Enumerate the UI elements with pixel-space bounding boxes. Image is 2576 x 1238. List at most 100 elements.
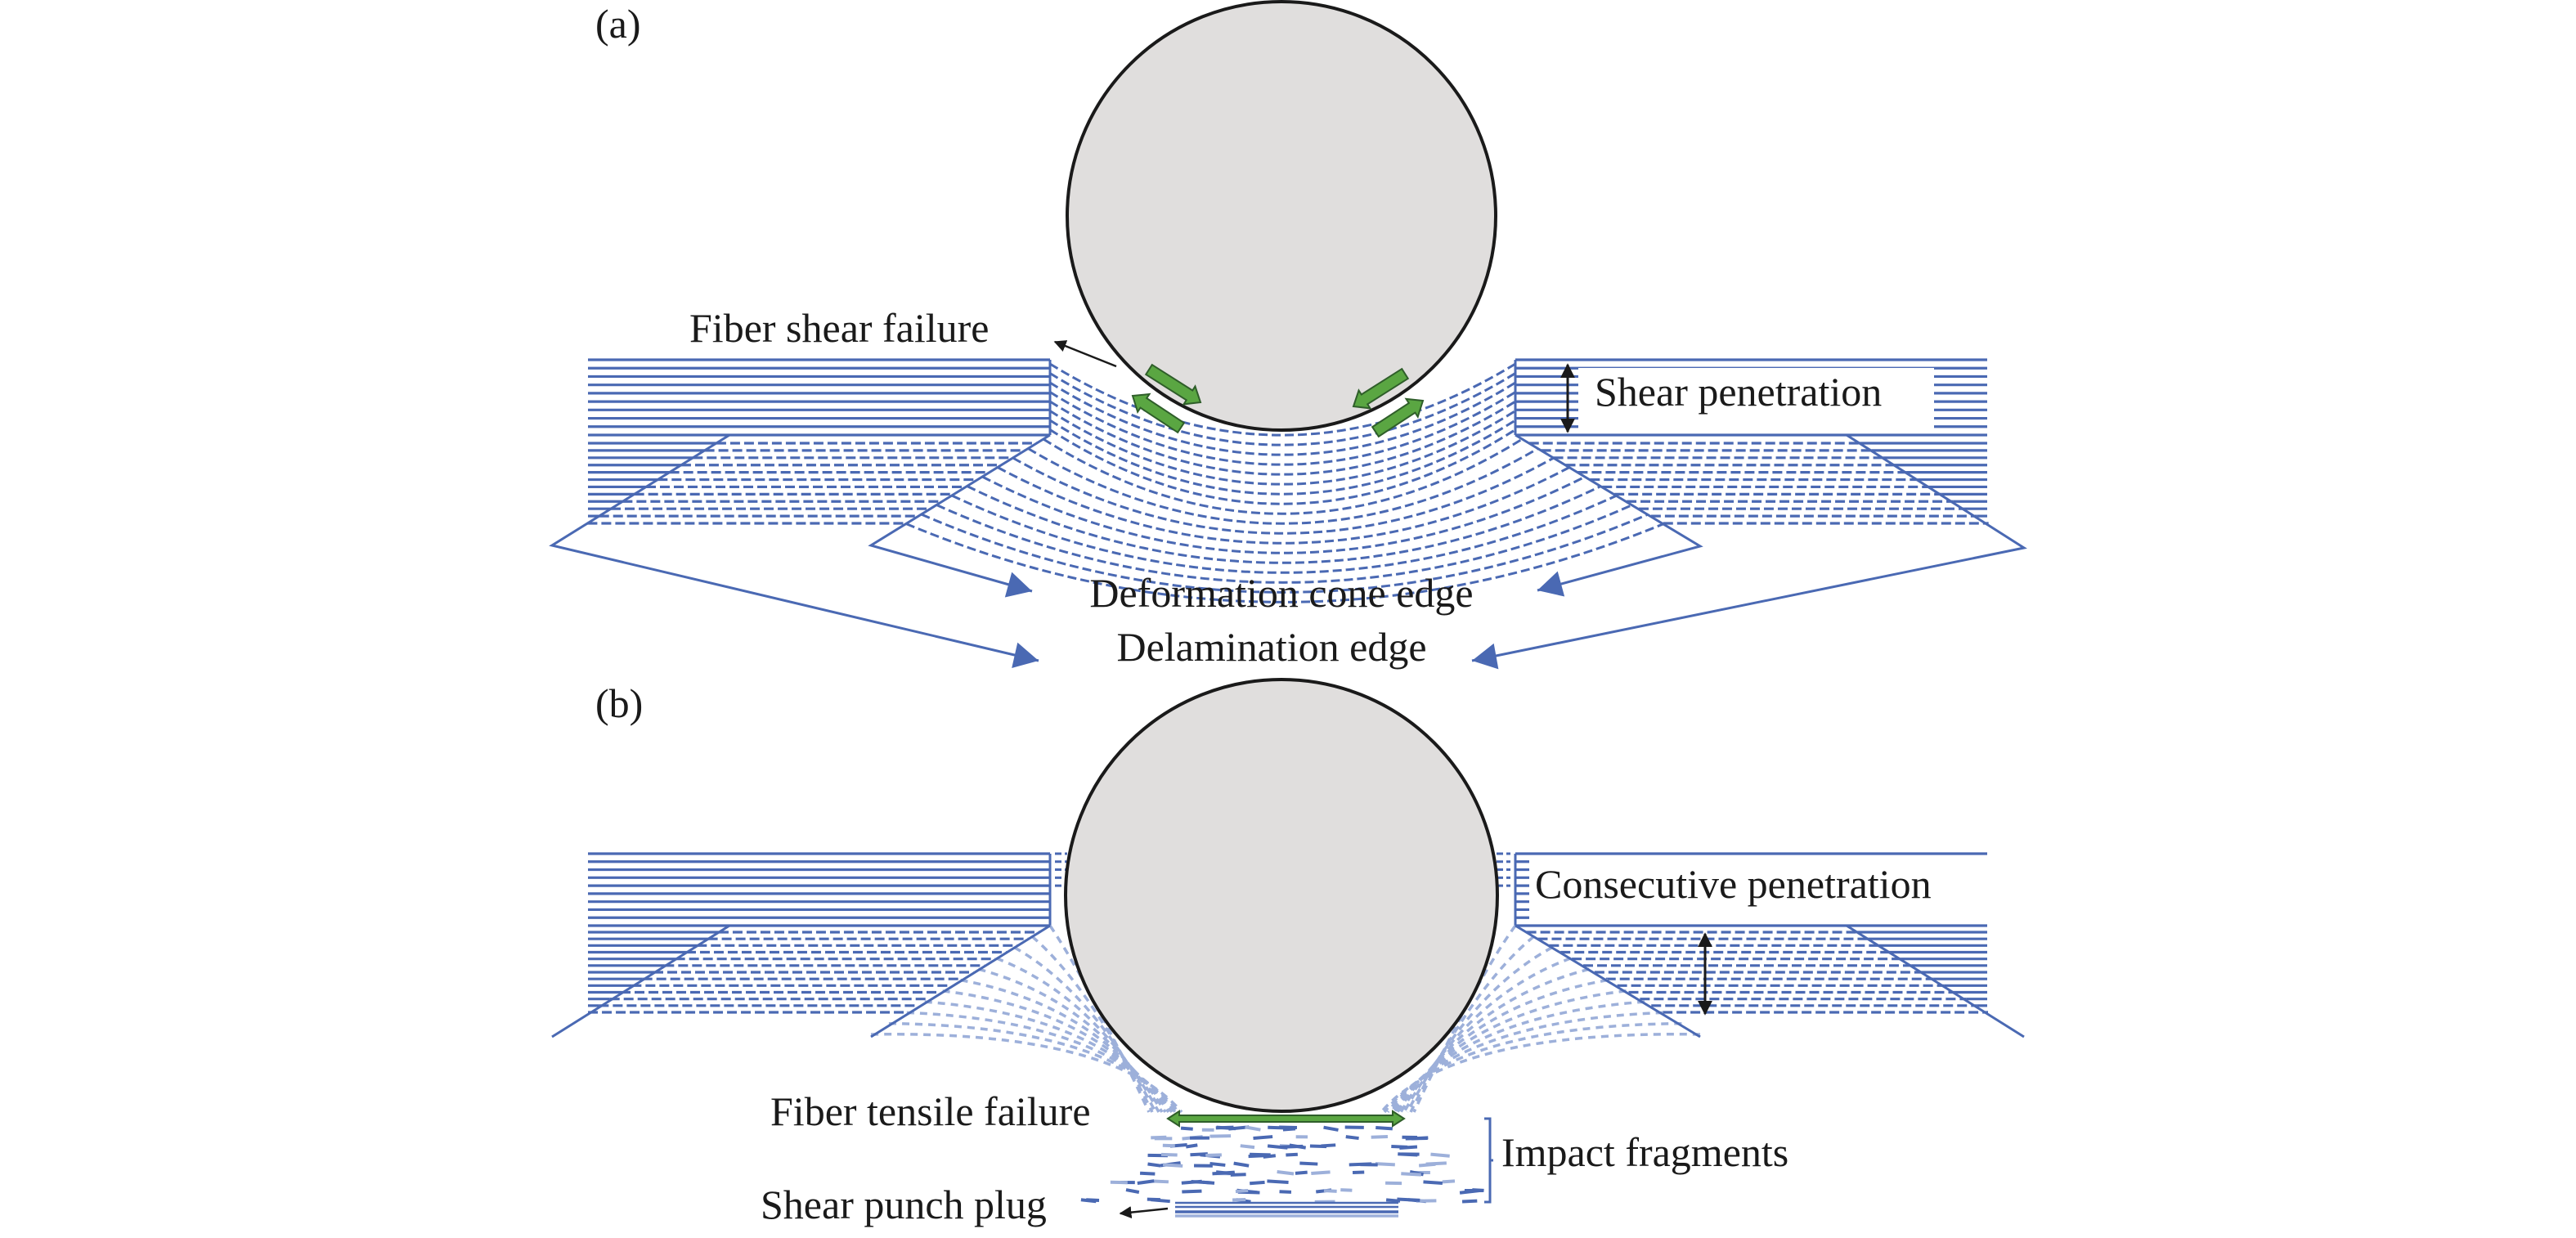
label-backdrop [1529, 860, 1991, 919]
shear-plug-pointer-icon [1119, 1206, 1169, 1219]
panel-a-fiber-shear-arrows [1131, 363, 1425, 438]
fragment [1399, 1145, 1418, 1150]
ply-deformed-cone [981, 475, 1586, 554]
ply-deformed-cone [1043, 437, 1524, 515]
fragment [1202, 1180, 1215, 1185]
ply-bent-left [995, 957, 1160, 1113]
ply-bent-right [1386, 1011, 1663, 1114]
ply-deformed-cone [1049, 428, 1516, 505]
fragment [1442, 1179, 1456, 1184]
fragment [1311, 1170, 1331, 1175]
ply-bent-right [1402, 957, 1572, 1113]
ply-bent-right [1406, 946, 1554, 1113]
fragment [1212, 1170, 1235, 1176]
shear-arrow-shape [1371, 397, 1425, 438]
panel-b-cone-and-delamination-edges [551, 924, 2025, 1038]
fragment [1125, 1188, 1140, 1194]
cone-edge-left [870, 924, 1051, 1038]
fragment [1267, 1179, 1289, 1184]
fragments-bracket [1484, 1117, 1493, 1204]
cone-edge-left [868, 433, 1051, 593]
fragment [1250, 1180, 1265, 1186]
annotation-fiber-shear-failure: Fiber shear failure [689, 305, 990, 351]
annotation-consecutive-penetration: Consecutive penetration [1535, 861, 1932, 907]
ply-deformed-cone [1027, 447, 1539, 525]
cone-edge-right [1515, 924, 1701, 1038]
fragment [1411, 1136, 1429, 1141]
ply-bent-left [1030, 935, 1154, 1113]
edge-arrowhead-icon [1012, 642, 1039, 668]
panel-a-projectile [1066, 0, 1497, 432]
ply-bent-left [1048, 925, 1151, 1113]
annotation-delamination-edge: Delamination edge [1116, 624, 1426, 670]
shear-arrow-shape [1131, 392, 1186, 434]
fragment [1423, 1180, 1443, 1185]
shear-arrow-shape [1144, 363, 1202, 406]
annotation-shear-punch-plug: Shear punch plug [761, 1182, 1047, 1227]
fragment [1153, 1179, 1169, 1184]
shear-arrow-icon [1131, 392, 1186, 434]
fragment [1253, 1135, 1273, 1140]
edge-arrowhead-icon [1004, 572, 1032, 598]
fragment [1299, 1161, 1318, 1166]
fragment [1418, 1162, 1436, 1168]
edge-arrowhead-icon [1472, 643, 1499, 670]
fragment [1472, 1188, 1484, 1192]
panel-a-cone-and-delamination-edges [549, 433, 2027, 670]
label-backdrop [1578, 368, 1934, 429]
delamination-edge-left [549, 433, 1039, 662]
panel-b-laminate [588, 852, 1991, 1114]
fiber-tensile-arrow-icon [1166, 1110, 1406, 1128]
cone-edge-right [1515, 433, 1703, 592]
fragment [1139, 1171, 1156, 1176]
fragment [1430, 1152, 1450, 1158]
fragment [1281, 1144, 1304, 1149]
ply-deformed-cone [1012, 456, 1555, 535]
ply-deformed-cone [1049, 372, 1516, 446]
ply-deformed-cone [936, 504, 1633, 584]
ply-deformed-cone [1049, 362, 1516, 437]
panel-a-laminate [587, 358, 1989, 603]
delamination-edge-left [551, 924, 730, 1038]
fragment [1209, 1134, 1232, 1138]
annotation-impact-fragments: Impact fragments [1501, 1129, 1788, 1175]
tensile-arrow-shape [1166, 1110, 1406, 1128]
delamination-edge-right [1846, 924, 2025, 1038]
fragment [1309, 1144, 1327, 1149]
annotation-shear-penetration: Shear penetration [1595, 369, 1882, 415]
ply-bent-left [888, 1021, 1180, 1114]
ply-deformed-cone [966, 485, 1602, 564]
fragment [1401, 1172, 1421, 1177]
fragment [1340, 1188, 1353, 1192]
annotation-fiber-tensile-failure: Fiber tensile failure [770, 1088, 1091, 1134]
fragment [1162, 1163, 1183, 1168]
annotation-deformation-cone-edge: Deformation cone edge [1089, 570, 1473, 616]
fragment [1245, 1125, 1261, 1132]
fragment [1180, 1126, 1193, 1131]
fragment [1147, 1162, 1161, 1168]
fragment [1182, 1189, 1202, 1194]
ply-bent-left [942, 989, 1170, 1113]
fragment [1345, 1135, 1359, 1141]
ply-deformed-cone [951, 494, 1618, 574]
ply-bent-left [977, 967, 1164, 1113]
fragment [1185, 1143, 1198, 1149]
fiber-shear-pointer-icon [1053, 340, 1117, 368]
shear-arrow-icon [1352, 367, 1410, 410]
fragment [1209, 1161, 1226, 1167]
fragment [1233, 1161, 1250, 1168]
ply-bent-right [1399, 967, 1590, 1113]
fragment [1279, 1190, 1292, 1194]
ply-bent-left [1013, 946, 1157, 1113]
ply-deformed-cone [905, 523, 1665, 603]
ply-bent-left [870, 1033, 1183, 1114]
fragment [1137, 1179, 1155, 1186]
ply-bent-right [1409, 935, 1535, 1113]
ply-deformed-cone [921, 513, 1649, 594]
panel-b-impact-fragments [1080, 1110, 1493, 1218]
